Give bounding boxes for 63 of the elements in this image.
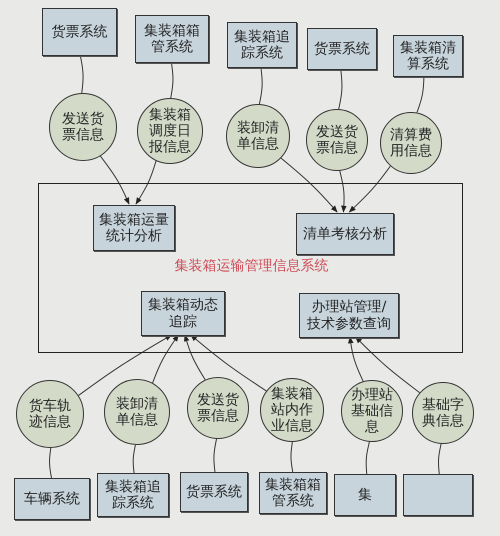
- system-box: [403, 474, 473, 516]
- arrow: [190, 334, 267, 392]
- connector-line: [438, 443, 442, 474]
- system-box: [42, 8, 117, 56]
- arrow: [339, 170, 347, 213]
- node-label: 集装箱箱管系统: [143, 22, 201, 56]
- node-label: 集装箱箱管系统: [264, 476, 322, 510]
- node-label: 货票系统: [186, 484, 242, 500]
- arrow: [184, 334, 206, 380]
- node-label: 装卸清单信息: [115, 396, 159, 428]
- system-box: [97, 473, 169, 517]
- system-box: [393, 35, 463, 77]
- node-label: 装卸清单信息: [236, 120, 280, 152]
- node-label: 清算费用信息: [389, 126, 433, 160]
- node-label: 车辆系统: [24, 490, 80, 508]
- connector-line: [132, 444, 136, 474]
- system-box: [299, 293, 399, 338]
- system-box: [307, 28, 377, 70]
- node-label: 集装箱站内作业信息: [270, 386, 314, 434]
- node-label: 集装箱追踪系统: [233, 28, 291, 62]
- arrow: [355, 336, 420, 394]
- system-box: [227, 22, 297, 68]
- node-label: 集装箱动态追踪: [147, 297, 219, 330]
- connector-line: [338, 70, 342, 110]
- system-box: [93, 205, 175, 251]
- system-box: [141, 291, 225, 336]
- system-box: [296, 213, 394, 255]
- system-box: [14, 478, 90, 520]
- arrow: [348, 166, 391, 212]
- arrow: [280, 158, 338, 213]
- arrow: [152, 334, 179, 384]
- system-box: [180, 472, 248, 512]
- connector-line: [170, 62, 174, 98]
- connector-line: [49, 448, 52, 478]
- node-label: 集: [358, 486, 372, 504]
- connector-line: [213, 438, 218, 472]
- system-frame: [38, 183, 463, 353]
- system-box: [135, 15, 209, 63]
- connector-line: [258, 68, 263, 105]
- node-label: 集装箱调度日报信息: [148, 106, 192, 156]
- node-label: 基础字典信息: [421, 396, 465, 430]
- arrow: [135, 160, 157, 205]
- connector-line: [366, 441, 370, 474]
- node-label: 集装箱运量统计分析: [98, 212, 170, 244]
- node-label: 办理站基础信息: [350, 386, 394, 436]
- node-label: 货票系统: [314, 40, 370, 58]
- connector-line: [290, 442, 294, 472]
- node-label: 货车轨迹信息: [28, 398, 72, 430]
- node-label: 发送货票信息: [196, 392, 240, 424]
- connector-line: [416, 76, 424, 114]
- connector-line: [80, 56, 84, 94]
- node-label: 清单考核分析: [303, 226, 387, 242]
- node-label: 发送货票信息: [315, 124, 359, 156]
- arrow: [78, 334, 172, 396]
- node-label: 发送货票信息: [61, 110, 105, 144]
- arrow: [100, 156, 130, 205]
- node-label: 集装箱追踪系统: [104, 478, 162, 512]
- node-label: 集装箱清算系统: [399, 40, 457, 72]
- node-label: 办理站管理/技术参数查询: [307, 299, 391, 332]
- system-box: [334, 474, 396, 516]
- node-label: 货票系统: [52, 24, 108, 40]
- arrow: [348, 336, 364, 382]
- system-title: 集装箱运输管理信息系统: [174, 257, 330, 275]
